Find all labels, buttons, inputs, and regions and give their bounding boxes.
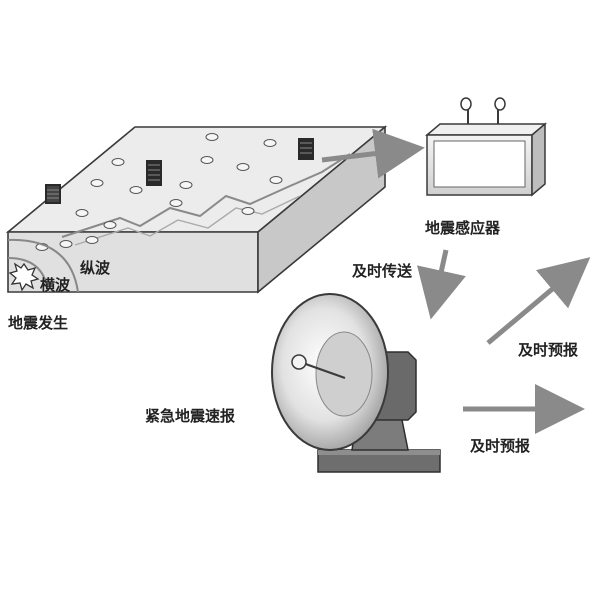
fault-line	[61, 153, 351, 238]
earthquake-occurs-label: 地震发生	[8, 314, 68, 332]
surface-stations	[35, 133, 283, 251]
timely-transmit-label: 及时传送	[352, 262, 413, 280]
ground-block	[5, 125, 388, 294]
arrow-forecast-upper	[486, 257, 591, 345]
timely-forecast-upper-label: 及时预报	[518, 341, 578, 359]
longitudinal-wave-label: 纵波	[80, 259, 111, 277]
arrow-transmit	[417, 249, 466, 320]
emergency-bulletin-label: 紧急地震速报	[145, 407, 235, 425]
timely-forecast-lower-label: 及时预报	[470, 437, 530, 455]
wave-arc-inner	[7, 257, 49, 293]
fault-line-lower	[74, 195, 301, 246]
burst-icon	[8, 262, 40, 292]
building-left	[45, 184, 61, 204]
seismic-sensor-label: 地震感应器	[425, 219, 501, 237]
building-center	[146, 160, 162, 186]
arrow-to-sensor	[321, 128, 425, 179]
satellite-dish-icon	[271, 293, 441, 473]
wave-arc-outer	[7, 238, 79, 293]
building-right	[298, 138, 314, 160]
antenna-icon	[460, 97, 506, 124]
transverse-wave-label: 横波	[40, 276, 71, 294]
ground-side-face	[257, 125, 386, 294]
sensor-box-icon	[424, 97, 548, 197]
